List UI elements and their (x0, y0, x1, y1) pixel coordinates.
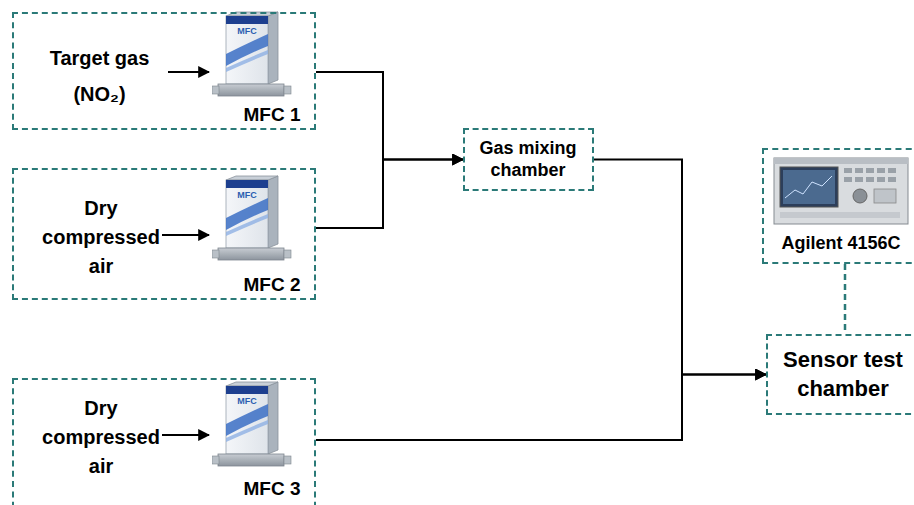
device-label: MFC 2 (232, 274, 312, 296)
source-label: Dry compressed air (36, 394, 166, 481)
signal-link (844, 264, 847, 334)
device-brand-text: MFC (230, 396, 264, 406)
device-brand-text: MFC (230, 26, 264, 36)
mfc-device (212, 12, 291, 96)
source-label: Dry compressed air (36, 194, 166, 281)
inlet-arrow (162, 434, 209, 436)
gas-line (594, 160, 766, 375)
mfc-device (212, 382, 291, 466)
inlet-arrow (168, 71, 209, 73)
gas-source-box: Target gas (NO₂) MFC 1 (12, 12, 316, 130)
gas-line (316, 160, 463, 229)
analyzer-instrument (774, 158, 908, 224)
mfc-device (212, 176, 291, 260)
source-label: Target gas (NO₂) (32, 40, 167, 112)
device-label: MFC 1 (232, 104, 312, 126)
gas-line (316, 72, 463, 160)
gas-source-box: Dry compressed airMFC 2 (12, 168, 316, 300)
gas-line (316, 375, 766, 441)
process-label: Sensor test chamber (777, 345, 909, 403)
instrument-box: Agilent 4156C (762, 148, 914, 264)
process-box: Gas mixing chamber (463, 128, 594, 191)
gas-source-box: Dry compressed airMFC 3 (12, 378, 316, 505)
process-box: Sensor test chamber (766, 334, 914, 415)
device-brand-text: MFC (230, 190, 264, 200)
process-label: Gas mixing chamber (472, 137, 584, 181)
inlet-arrow (162, 234, 209, 236)
instrument-label: Agilent 4156C (770, 232, 912, 254)
device-label: MFC 3 (232, 478, 312, 500)
